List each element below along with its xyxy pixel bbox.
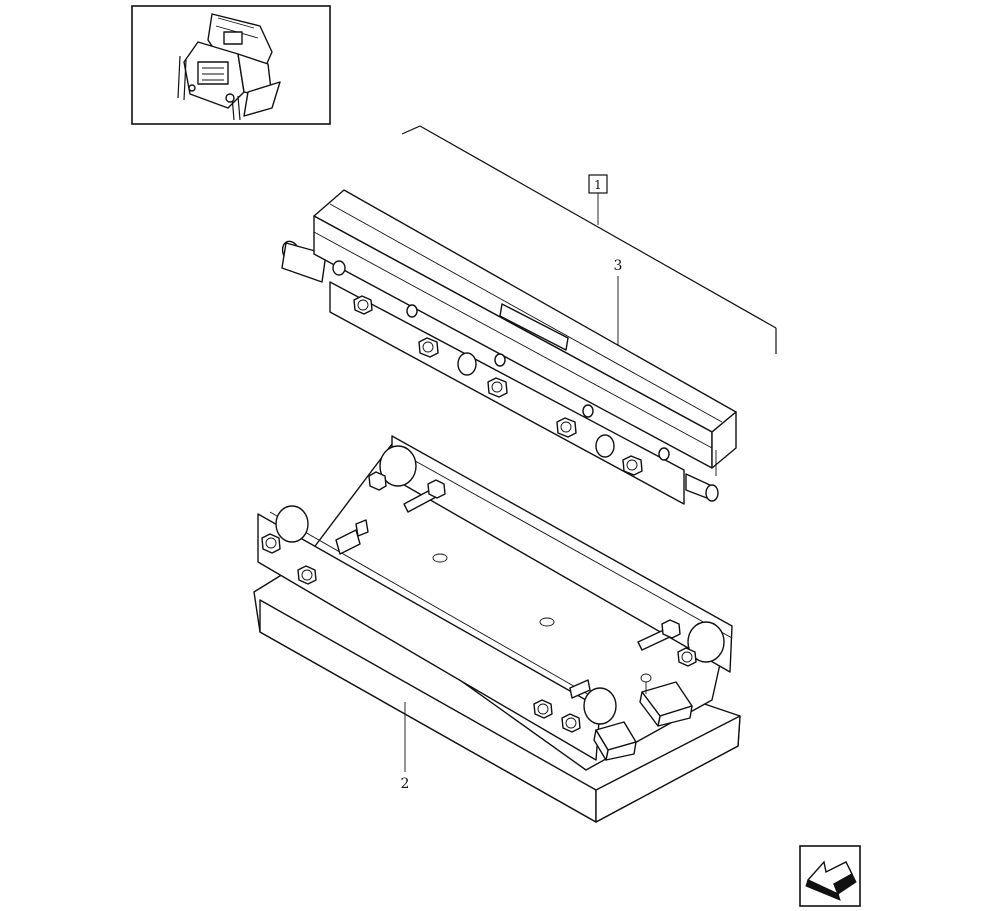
- item-number-1: 1: [594, 178, 602, 192]
- lower-base-tray: 2: [253, 435, 741, 823]
- item-number-3: 3: [614, 258, 623, 274]
- hex-bolt: [353, 295, 373, 315]
- machine-locator-thumbnail-icon: [131, 5, 331, 125]
- assembly-bracket: 1: [401, 125, 777, 354]
- hex-nut: [661, 619, 681, 639]
- hex-bolt: [561, 713, 581, 733]
- item-number-2: 2: [401, 776, 410, 792]
- previous-page-arrow-icon[interactable]: [799, 845, 861, 907]
- upper-cutter-beam: 3: [281, 189, 737, 505]
- hex-bolt: [487, 377, 508, 398]
- item-box-label: [588, 174, 608, 194]
- hex-bolt: [533, 699, 553, 719]
- hex-bolt: [418, 337, 439, 358]
- hex-bolt: [261, 533, 281, 554]
- hex-nut: [427, 479, 446, 499]
- hex-bolt: [677, 647, 697, 667]
- holder-block: [593, 721, 637, 761]
- hex-bolt: [368, 471, 387, 491]
- holder-block: [639, 673, 693, 727]
- hex-bolt: [556, 417, 577, 438]
- hex-bolt: [622, 455, 643, 476]
- hex-bolt: [297, 565, 317, 585]
